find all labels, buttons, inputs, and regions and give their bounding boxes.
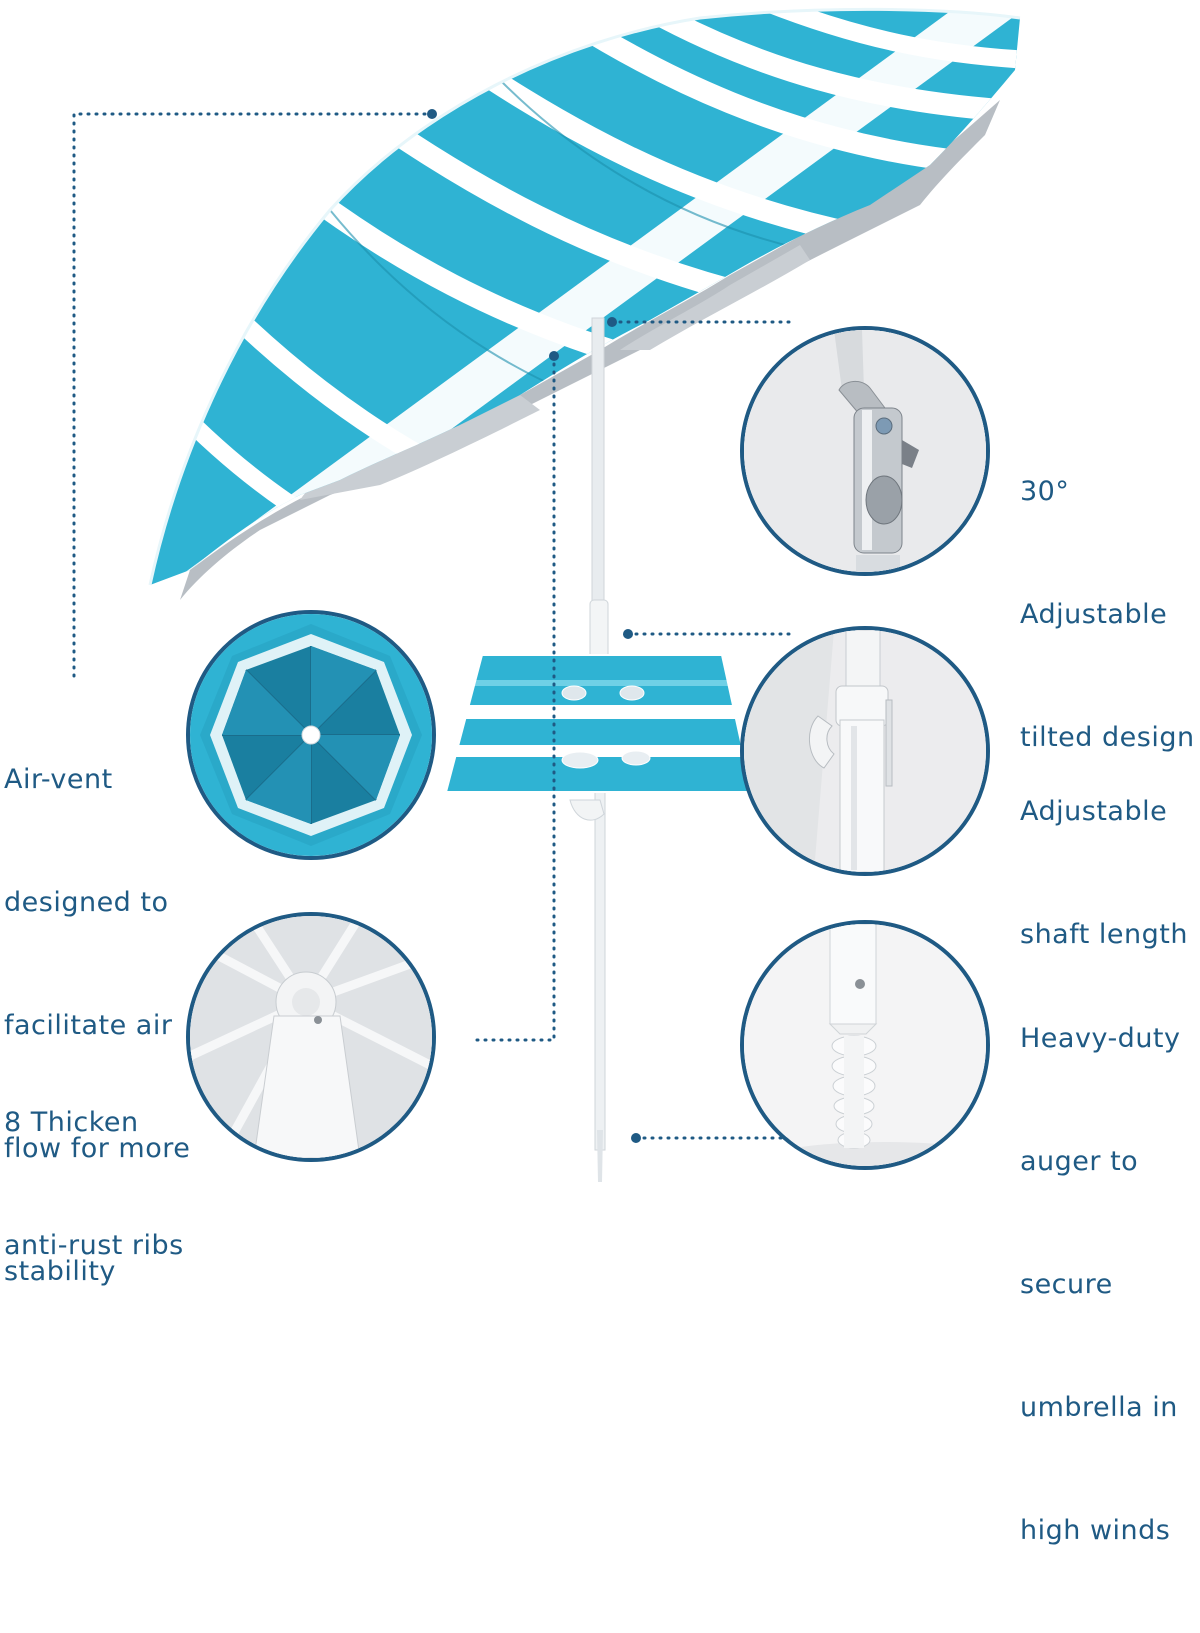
umbrella-pole-upper	[591, 317, 605, 639]
side-table	[446, 655, 752, 792]
auger-closeup	[740, 920, 990, 1170]
vent-feature-line: facilitate air	[4, 1010, 173, 1041]
tilt-mechanism-closeup	[740, 326, 990, 576]
auger-feature-line: high winds	[1020, 1515, 1171, 1546]
callout-anchors	[427, 109, 641, 1143]
tilt-feature-line: tilted design	[1020, 722, 1195, 753]
ribs-feature-line: 8 Thicken	[4, 1107, 139, 1138]
ribs-feature-label: 8 Thicken anti-rust ribs	[4, 1020, 184, 1348]
vent-feature-line: Air-vent	[4, 764, 113, 795]
ribs-feature-line: anti-rust ribs	[4, 1230, 184, 1261]
auger-feature-line: auger to	[1020, 1146, 1139, 1177]
auger-feature-line: umbrella in	[1020, 1392, 1178, 1423]
product-feature-diagram: 30° Adjustable tilted design Adjustable …	[4, 7, 1195, 1546]
shaft-adjuster-closeup	[740, 626, 990, 876]
beach-umbrella-illustration	[72, 7, 1021, 1182]
vent-feature-line: flow for more	[4, 1133, 191, 1164]
auger-feature-label: Heavy-duty auger to secure umbrella in h…	[1020, 936, 1181, 1633]
auger-feature-line: Heavy-duty	[1020, 1023, 1181, 1054]
tilt-feature-label: 30° Adjustable tilted design	[1020, 389, 1195, 840]
auger-feature-line: secure	[1020, 1269, 1113, 1300]
ribs-closeup	[186, 912, 436, 1162]
tilt-feature-line: Adjustable	[1020, 599, 1168, 630]
air-vent-closeup	[186, 610, 436, 860]
shaft-feature-label: Adjustable shaft length	[1020, 709, 1188, 1037]
tilt-feature-line: 30°	[1020, 476, 1070, 507]
shaft-feature-line: shaft length	[1020, 919, 1188, 950]
callout-leaders	[72, 112, 802, 1140]
shaft-feature-line: Adjustable	[1020, 796, 1168, 827]
vent-feature-line: designed to	[4, 887, 169, 918]
